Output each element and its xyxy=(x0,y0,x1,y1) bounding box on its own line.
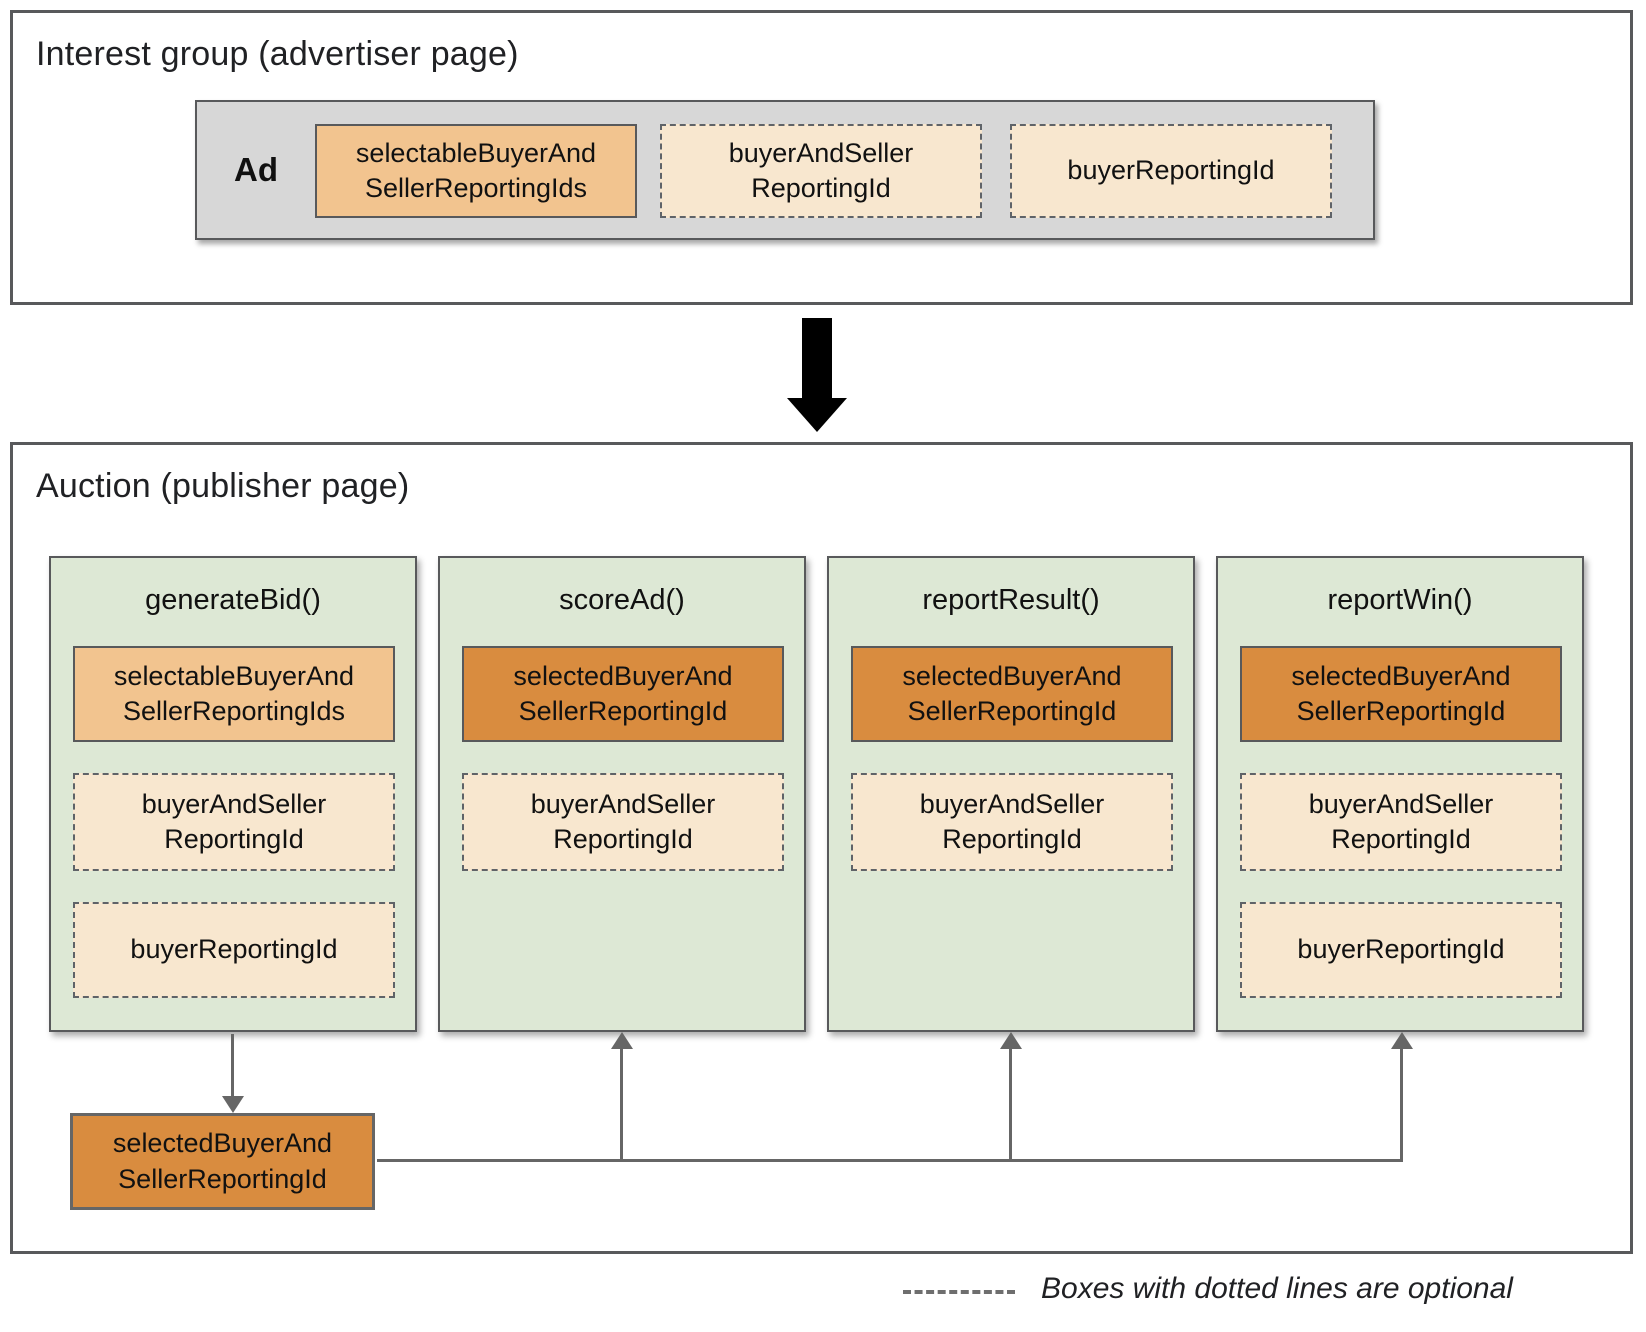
flow-down-arrow-shaft xyxy=(802,318,832,399)
selected-id-rail-line xyxy=(377,1159,1403,1162)
arrow-up-icon xyxy=(1000,1032,1022,1049)
reportresult-column: reportResult() selectedBuyerAnd SellerRe… xyxy=(827,556,1195,1032)
flow-down-arrow-head xyxy=(787,398,847,432)
legend: Boxes with dotted lines are optional xyxy=(903,1268,1633,1318)
interest-group-section: Interest group (advertiser page) Ad sele… xyxy=(10,10,1633,305)
flow-down-arrow-icon xyxy=(787,318,847,432)
scoread-column-title: scoreAd() xyxy=(559,584,685,616)
legend-dashed-line-icon xyxy=(903,1290,1015,1294)
buyer-and-seller-reporting-id-box: buyerAndSeller ReportingId xyxy=(660,124,982,218)
selected-buyer-and-seller-reporting-id-box: selectedBuyerAnd SellerReportingId xyxy=(851,646,1173,742)
buyer-and-seller-reporting-id-box: buyerAndSeller ReportingId xyxy=(462,773,784,871)
buyer-reporting-id-box: buyerReportingId xyxy=(1240,902,1562,998)
reportresult-column-title: reportResult() xyxy=(922,584,1100,616)
ad-label: Ad xyxy=(234,151,278,188)
ad-container: Ad selectableBuyerAnd SellerReportingIds… xyxy=(195,100,1375,240)
scoread-column: scoreAd() selectedBuyerAnd SellerReporti… xyxy=(438,556,806,1032)
selectable-buyer-and-seller-reporting-ids-box: selectableBuyerAnd SellerReportingIds xyxy=(73,646,395,742)
auction-title: Auction (publisher page) xyxy=(36,467,410,505)
reportresult-input-line xyxy=(1009,1046,1012,1160)
buyer-and-seller-reporting-id-box: buyerAndSeller ReportingId xyxy=(851,773,1173,871)
reportwin-column: reportWin() selectedBuyerAnd SellerRepor… xyxy=(1216,556,1584,1032)
interest-group-title: Interest group (advertiser page) xyxy=(36,35,519,73)
arrow-up-icon xyxy=(1391,1032,1413,1049)
generatebid-column-title: generateBid() xyxy=(145,584,321,616)
scoread-input-line xyxy=(620,1046,623,1160)
buyer-reporting-id-box: buyerReportingId xyxy=(1010,124,1332,218)
buyer-and-seller-reporting-id-box: buyerAndSeller ReportingId xyxy=(1240,773,1562,871)
selected-buyer-and-seller-reporting-id-box: selectedBuyerAnd SellerReportingId xyxy=(70,1113,375,1210)
selectable-buyer-and-seller-reporting-ids-box: selectableBuyerAnd SellerReportingIds xyxy=(315,124,637,218)
arrow-up-icon xyxy=(611,1032,633,1049)
buyer-and-seller-reporting-id-box: buyerAndSeller ReportingId xyxy=(73,773,395,871)
selected-buyer-and-seller-reporting-id-box: selectedBuyerAnd SellerReportingId xyxy=(462,646,784,742)
auction-section: Auction (publisher page) generateBid() s… xyxy=(10,442,1633,1254)
reportwin-column-title: reportWin() xyxy=(1327,584,1473,616)
buyer-reporting-id-box: buyerReportingId xyxy=(73,902,395,998)
generatebid-column: generateBid() selectableBuyerAnd SellerR… xyxy=(49,556,417,1032)
legend-text: Boxes with dotted lines are optional xyxy=(1041,1272,1513,1305)
arrow-down-icon xyxy=(222,1096,244,1113)
generatebid-output-line xyxy=(231,1034,234,1098)
selected-buyer-and-seller-reporting-id-box: selectedBuyerAnd SellerReportingId xyxy=(1240,646,1562,742)
reportwin-input-line xyxy=(1400,1046,1403,1160)
